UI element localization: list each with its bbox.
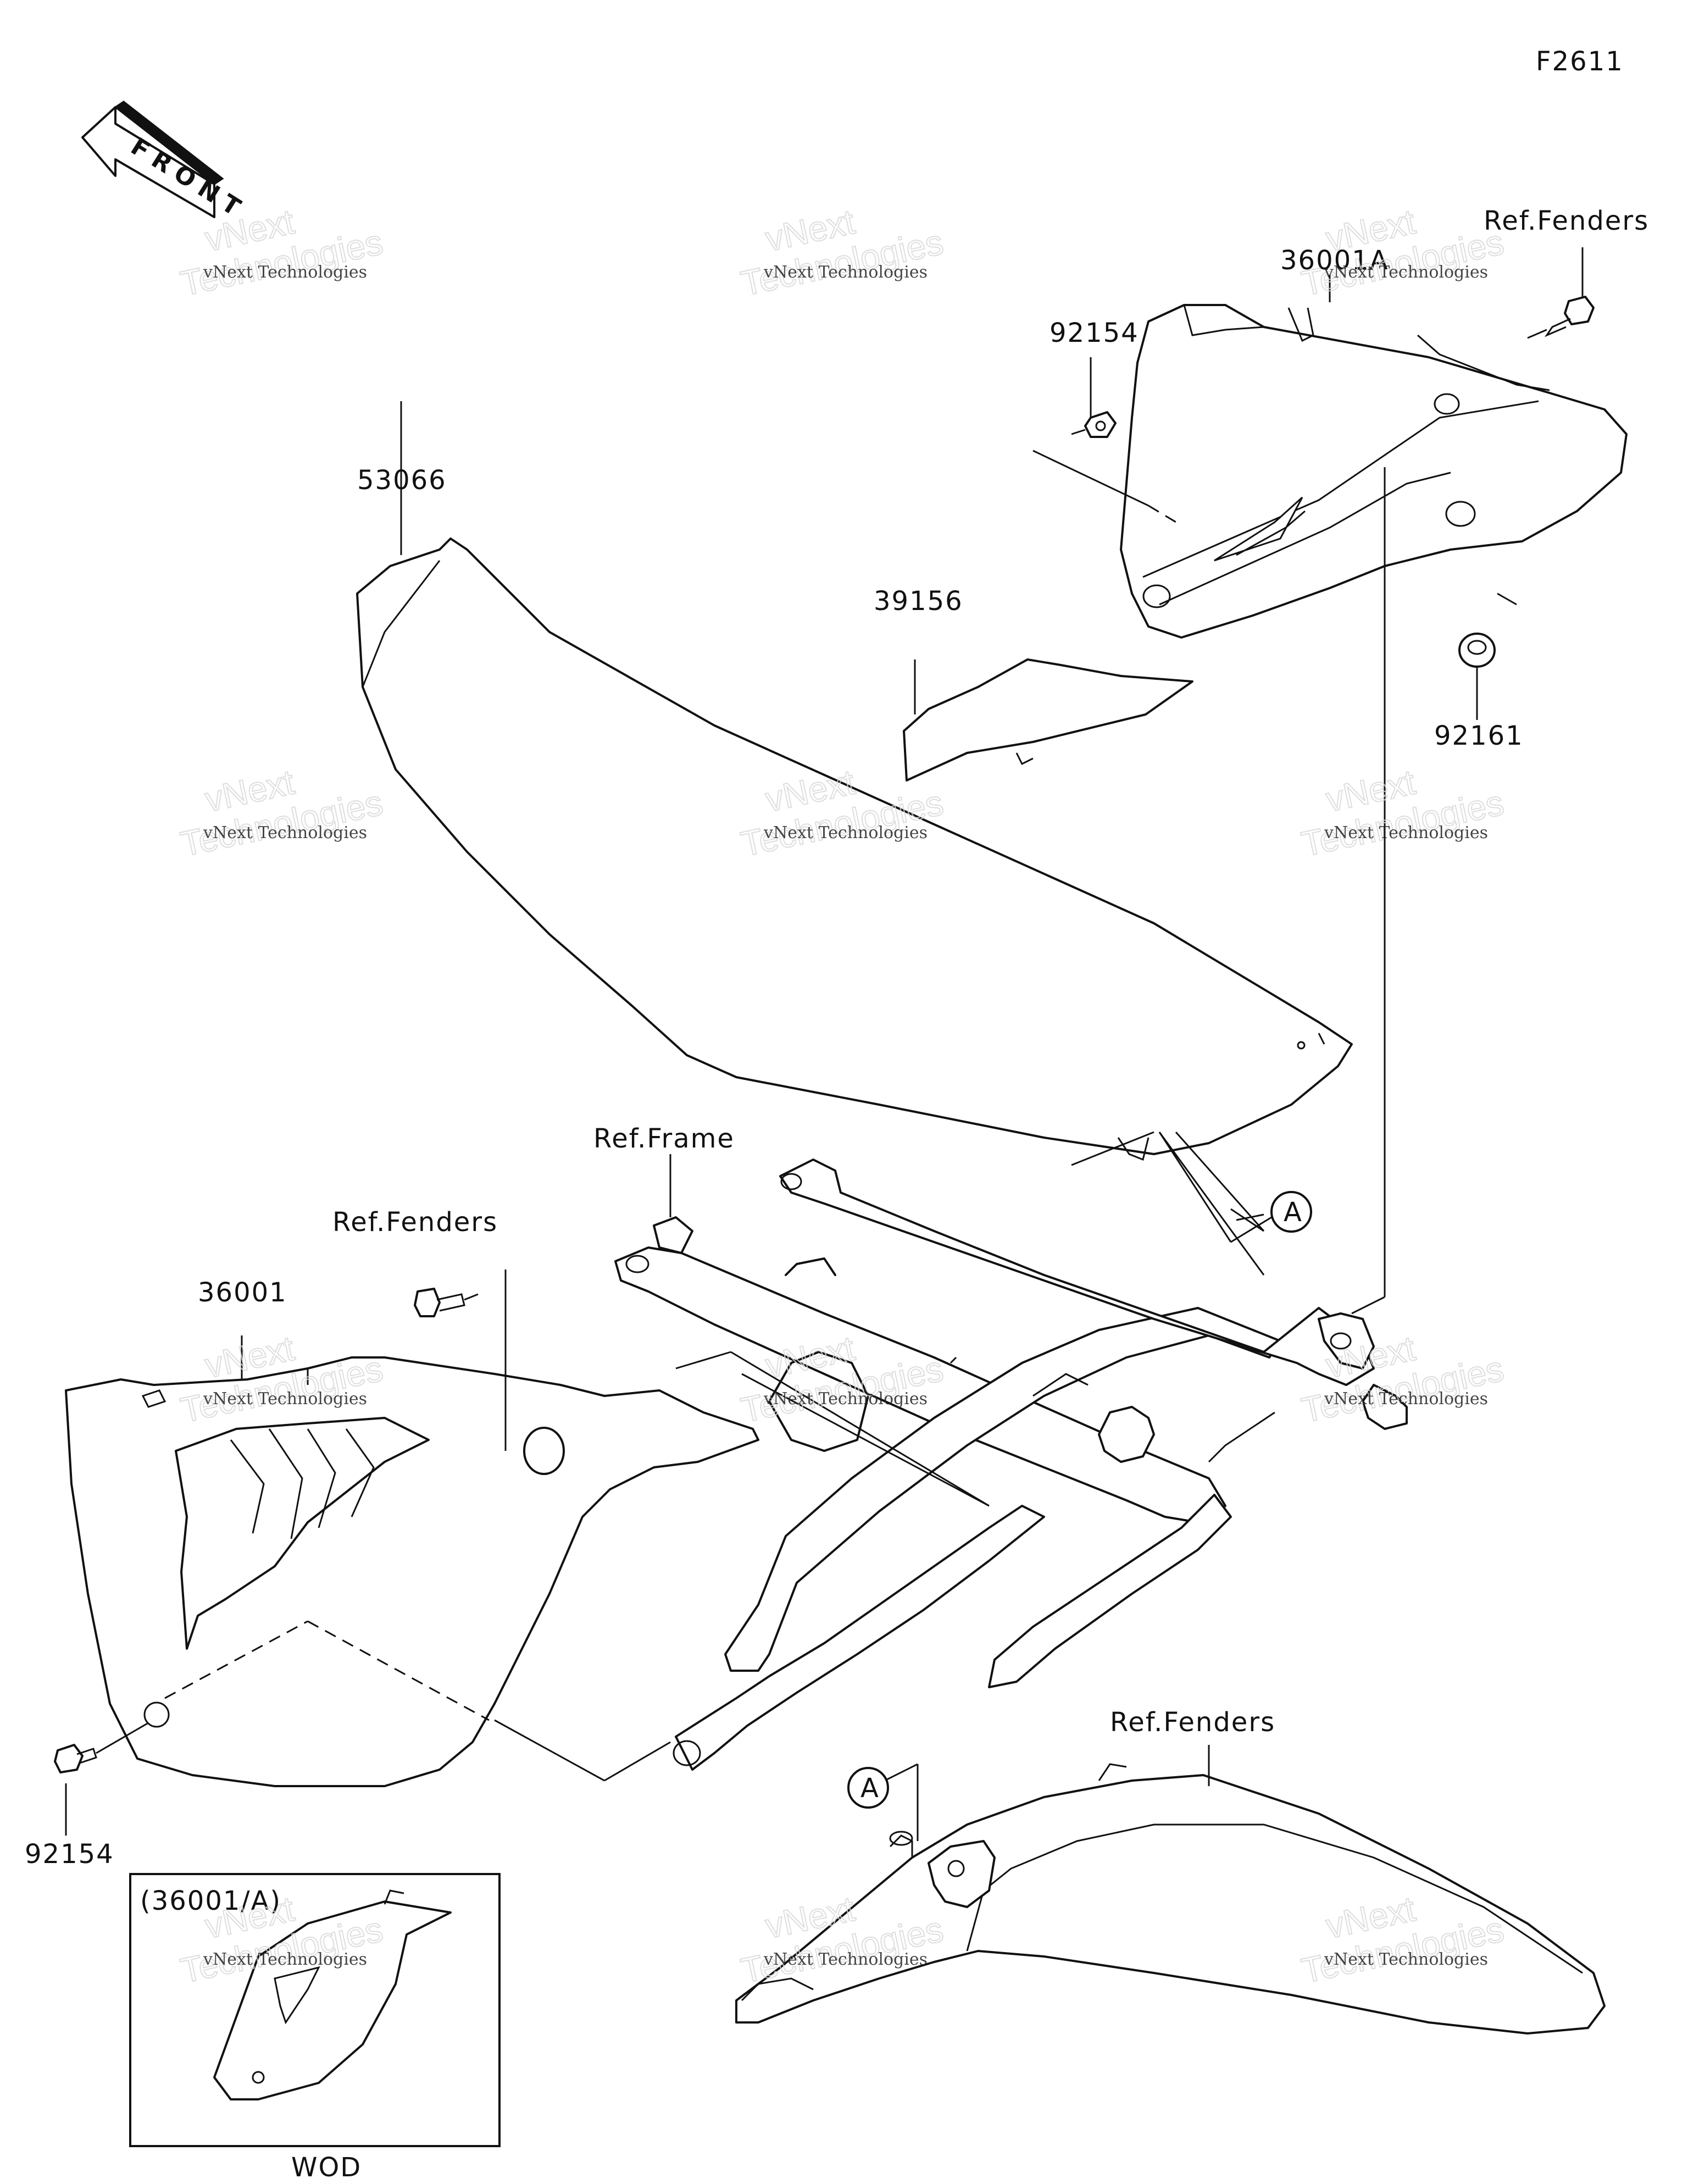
bolt-92154-top-icon [1071,411,1117,438]
bolt-92154-bottom-icon [54,1744,97,1773]
grommet-92161-icon [1458,633,1496,668]
inset-36001a-wod: (36001/A) WOD [129,1873,501,2183]
watermark-1: Technologies vNext vNext Technologies [176,201,386,304]
front-label: FRONT [126,132,252,225]
label-53066: 53066 [357,465,447,496]
watermark-3: Technologies vNext vNext Technologies [1297,201,1507,304]
side-cover-left-36001 [65,1356,759,1787]
leader-lines [65,247,1584,1841]
screw-ref-fenders-left-icon [414,1288,479,1317]
svg-text:vNext Technologies: vNext Technologies [763,1389,928,1409]
watermark-6: Technologies vNext vNext Technologies [1297,762,1507,864]
label-92154-bottom: 92154 [25,1839,114,1870]
ref-a-bottom-label: A [860,1773,880,1804]
figure-code: F2611 [1536,46,1624,77]
watermark-4: Technologies vNext vNext Technologies [176,762,386,864]
svg-text:vNext Technologies: vNext Technologies [203,1950,367,1969]
pad-39156 [903,658,1193,781]
svg-text:vNext Technologies: vNext Technologies [1324,263,1488,282]
rear-fender [735,1763,1606,2035]
label-ref-fenders-bottom: Ref.Fenders [1110,1707,1275,1738]
label-92154-top: 92154 [1050,318,1139,348]
svg-text:vNext Technologies: vNext Technologies [203,823,367,842]
svg-text:vNext Technologies: vNext Technologies [1324,1389,1488,1409]
watermark-2: Technologies vNext vNext Technologies [737,201,947,304]
label-ref-fenders-left: Ref.Fenders [332,1207,498,1238]
label-36001a: 36001A [1280,245,1389,276]
label-36001: 36001 [198,1277,287,1308]
label-92161: 92161 [1434,720,1524,751]
inset-caption: WOD [291,2152,362,2181]
label-ref-frame: Ref.Frame [593,1123,735,1154]
svg-text:vNext Technologies: vNext Technologies [1324,1950,1488,1969]
side-cover-right-36001a [1120,304,1628,639]
svg-text:vNext Technologies: vNext Technologies [203,263,367,282]
svg-text:vNext Technologies: vNext Technologies [763,263,928,282]
inset-title: (36001/A) [140,1886,281,1916]
front-arrow-icon: FRONT [81,101,252,226]
svg-text:vNext Technologies: vNext Technologies [1324,823,1488,842]
svg-text:vNext Technologies: vNext Technologies [763,823,928,842]
ref-a-top-callout: A [1230,1191,1312,1243]
svg-text:vNext Technologies: vNext Technologies [763,1950,928,1969]
ref-a-top-label: A [1284,1197,1303,1228]
ref-a-bottom-callout: A [847,1767,889,1809]
seat-53066 [356,537,1353,1161]
svg-text:vNext Technologies: vNext Technologies [203,1389,367,1409]
label-39156: 39156 [874,586,963,617]
rear-frame [614,1158,1408,1771]
screw-ref-fenders-top-icon [1527,296,1595,339]
label-ref-fenders-top: Ref.Fenders [1484,206,1649,236]
